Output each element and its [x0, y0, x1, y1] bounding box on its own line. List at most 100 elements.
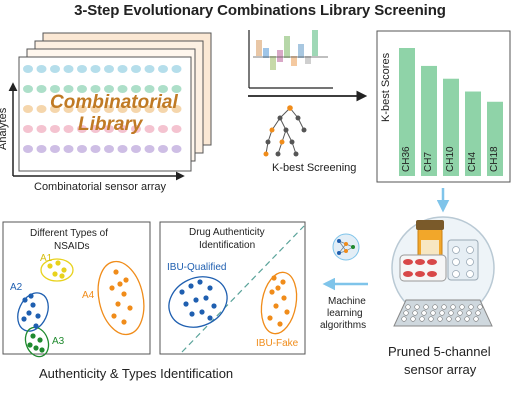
ml-line3: algorithms — [320, 320, 367, 331]
nsaid-dot — [109, 285, 115, 291]
auth-title-line2: Identification — [199, 240, 256, 251]
library-text-line2: Library — [78, 114, 143, 135]
library-well — [171, 145, 182, 153]
library-well — [158, 65, 168, 73]
library-well — [158, 145, 168, 153]
fake-cluster — [260, 271, 298, 335]
score-bar-label: CH10 — [445, 146, 456, 172]
qualified-dot — [189, 311, 195, 317]
library-well — [36, 145, 47, 153]
plate-well — [403, 310, 409, 316]
pruned-array-illustration — [391, 216, 495, 327]
nsaid-dot — [115, 301, 121, 307]
library-well — [171, 85, 182, 93]
nsaid-dot — [37, 337, 43, 343]
qualified-dot — [199, 309, 205, 315]
library-well — [171, 125, 182, 133]
qualified-dot — [207, 285, 213, 291]
plate-well — [421, 310, 427, 316]
library-well — [131, 85, 141, 93]
library-well — [63, 145, 74, 153]
library-well — [104, 105, 114, 113]
nsaid-dot — [121, 319, 127, 325]
auth-title-line1: Drug Authenticity — [189, 227, 265, 238]
plate-well — [412, 310, 418, 316]
library-well — [131, 105, 141, 113]
library-well — [63, 105, 74, 113]
library-well — [131, 125, 141, 133]
fake-dot — [275, 285, 281, 291]
fake-dot — [280, 279, 286, 285]
plate-well — [477, 304, 483, 310]
library-well — [23, 105, 33, 113]
library-well — [77, 65, 87, 73]
library-well — [90, 125, 101, 133]
library-well — [77, 85, 87, 93]
group-a3-label: A3 — [52, 336, 65, 347]
nsaid-dot — [26, 310, 32, 316]
nsaid-dot — [59, 273, 65, 279]
library-well — [158, 125, 168, 133]
library-well — [36, 105, 47, 113]
library-well — [77, 105, 87, 113]
library-well — [104, 145, 114, 153]
library-well — [23, 65, 33, 73]
library-well — [50, 85, 60, 93]
nsaid-dot — [33, 345, 39, 351]
score-bar-label: CH18 — [489, 146, 500, 172]
score-bar — [465, 91, 481, 176]
ml-line2: learning — [327, 308, 363, 319]
neural-network-icon — [332, 233, 360, 261]
nsaid-dot — [27, 342, 33, 348]
library-well — [36, 65, 47, 73]
library-well — [36, 85, 47, 93]
plate-well — [432, 304, 438, 310]
plate-well — [401, 316, 407, 322]
library-well — [144, 65, 155, 73]
plate-well — [423, 304, 429, 310]
library-well — [77, 145, 87, 153]
kbest-tree — [263, 105, 307, 157]
nsaid-dot — [35, 313, 41, 319]
pruned-line1: Pruned 5-channel — [388, 344, 491, 359]
plate-well — [414, 304, 420, 310]
nsaid-title-line2: NSAIDs — [54, 241, 90, 252]
nsaid-dot — [22, 297, 28, 303]
fake-dot — [284, 309, 290, 315]
qualified-dot — [197, 279, 203, 285]
library-well — [36, 125, 47, 133]
fake-dot — [269, 289, 275, 295]
library-well — [23, 125, 33, 133]
qualified-cluster — [168, 276, 228, 328]
nsaid-dot — [113, 269, 119, 275]
library-well — [90, 65, 101, 73]
library-well — [23, 145, 33, 153]
nsaid-dot — [117, 281, 123, 287]
qualified-dot — [193, 297, 199, 303]
plate-well — [439, 310, 445, 316]
library-well — [117, 65, 128, 73]
nsaid-dot — [127, 305, 133, 311]
fake-label: IBU-Fake — [256, 338, 299, 349]
pruned-line2: sensor array — [404, 362, 477, 377]
library-stack — [18, 32, 212, 172]
library-well — [171, 65, 182, 73]
qualified-dot — [211, 303, 217, 309]
library-wells — [23, 65, 182, 153]
plate-well — [459, 304, 465, 310]
library-well — [104, 65, 114, 73]
plate-well — [419, 316, 425, 322]
bottom-caption: Authenticity & Types Identification — [39, 366, 234, 381]
nsaid-title-line1: Different Types of — [30, 228, 109, 239]
score-bar — [487, 101, 503, 176]
library-well — [144, 105, 155, 113]
plate-well — [448, 310, 454, 316]
qualified-dot — [183, 301, 189, 307]
figure-title: 3-Step Evolutionary Combinations Library… — [74, 2, 446, 19]
score-bar-label: CH36 — [401, 146, 412, 172]
score-bar-label: CH4 — [467, 151, 478, 172]
library-well — [77, 125, 87, 133]
plate-well — [441, 304, 447, 310]
fake-dot — [267, 315, 273, 321]
library-well — [117, 105, 128, 113]
